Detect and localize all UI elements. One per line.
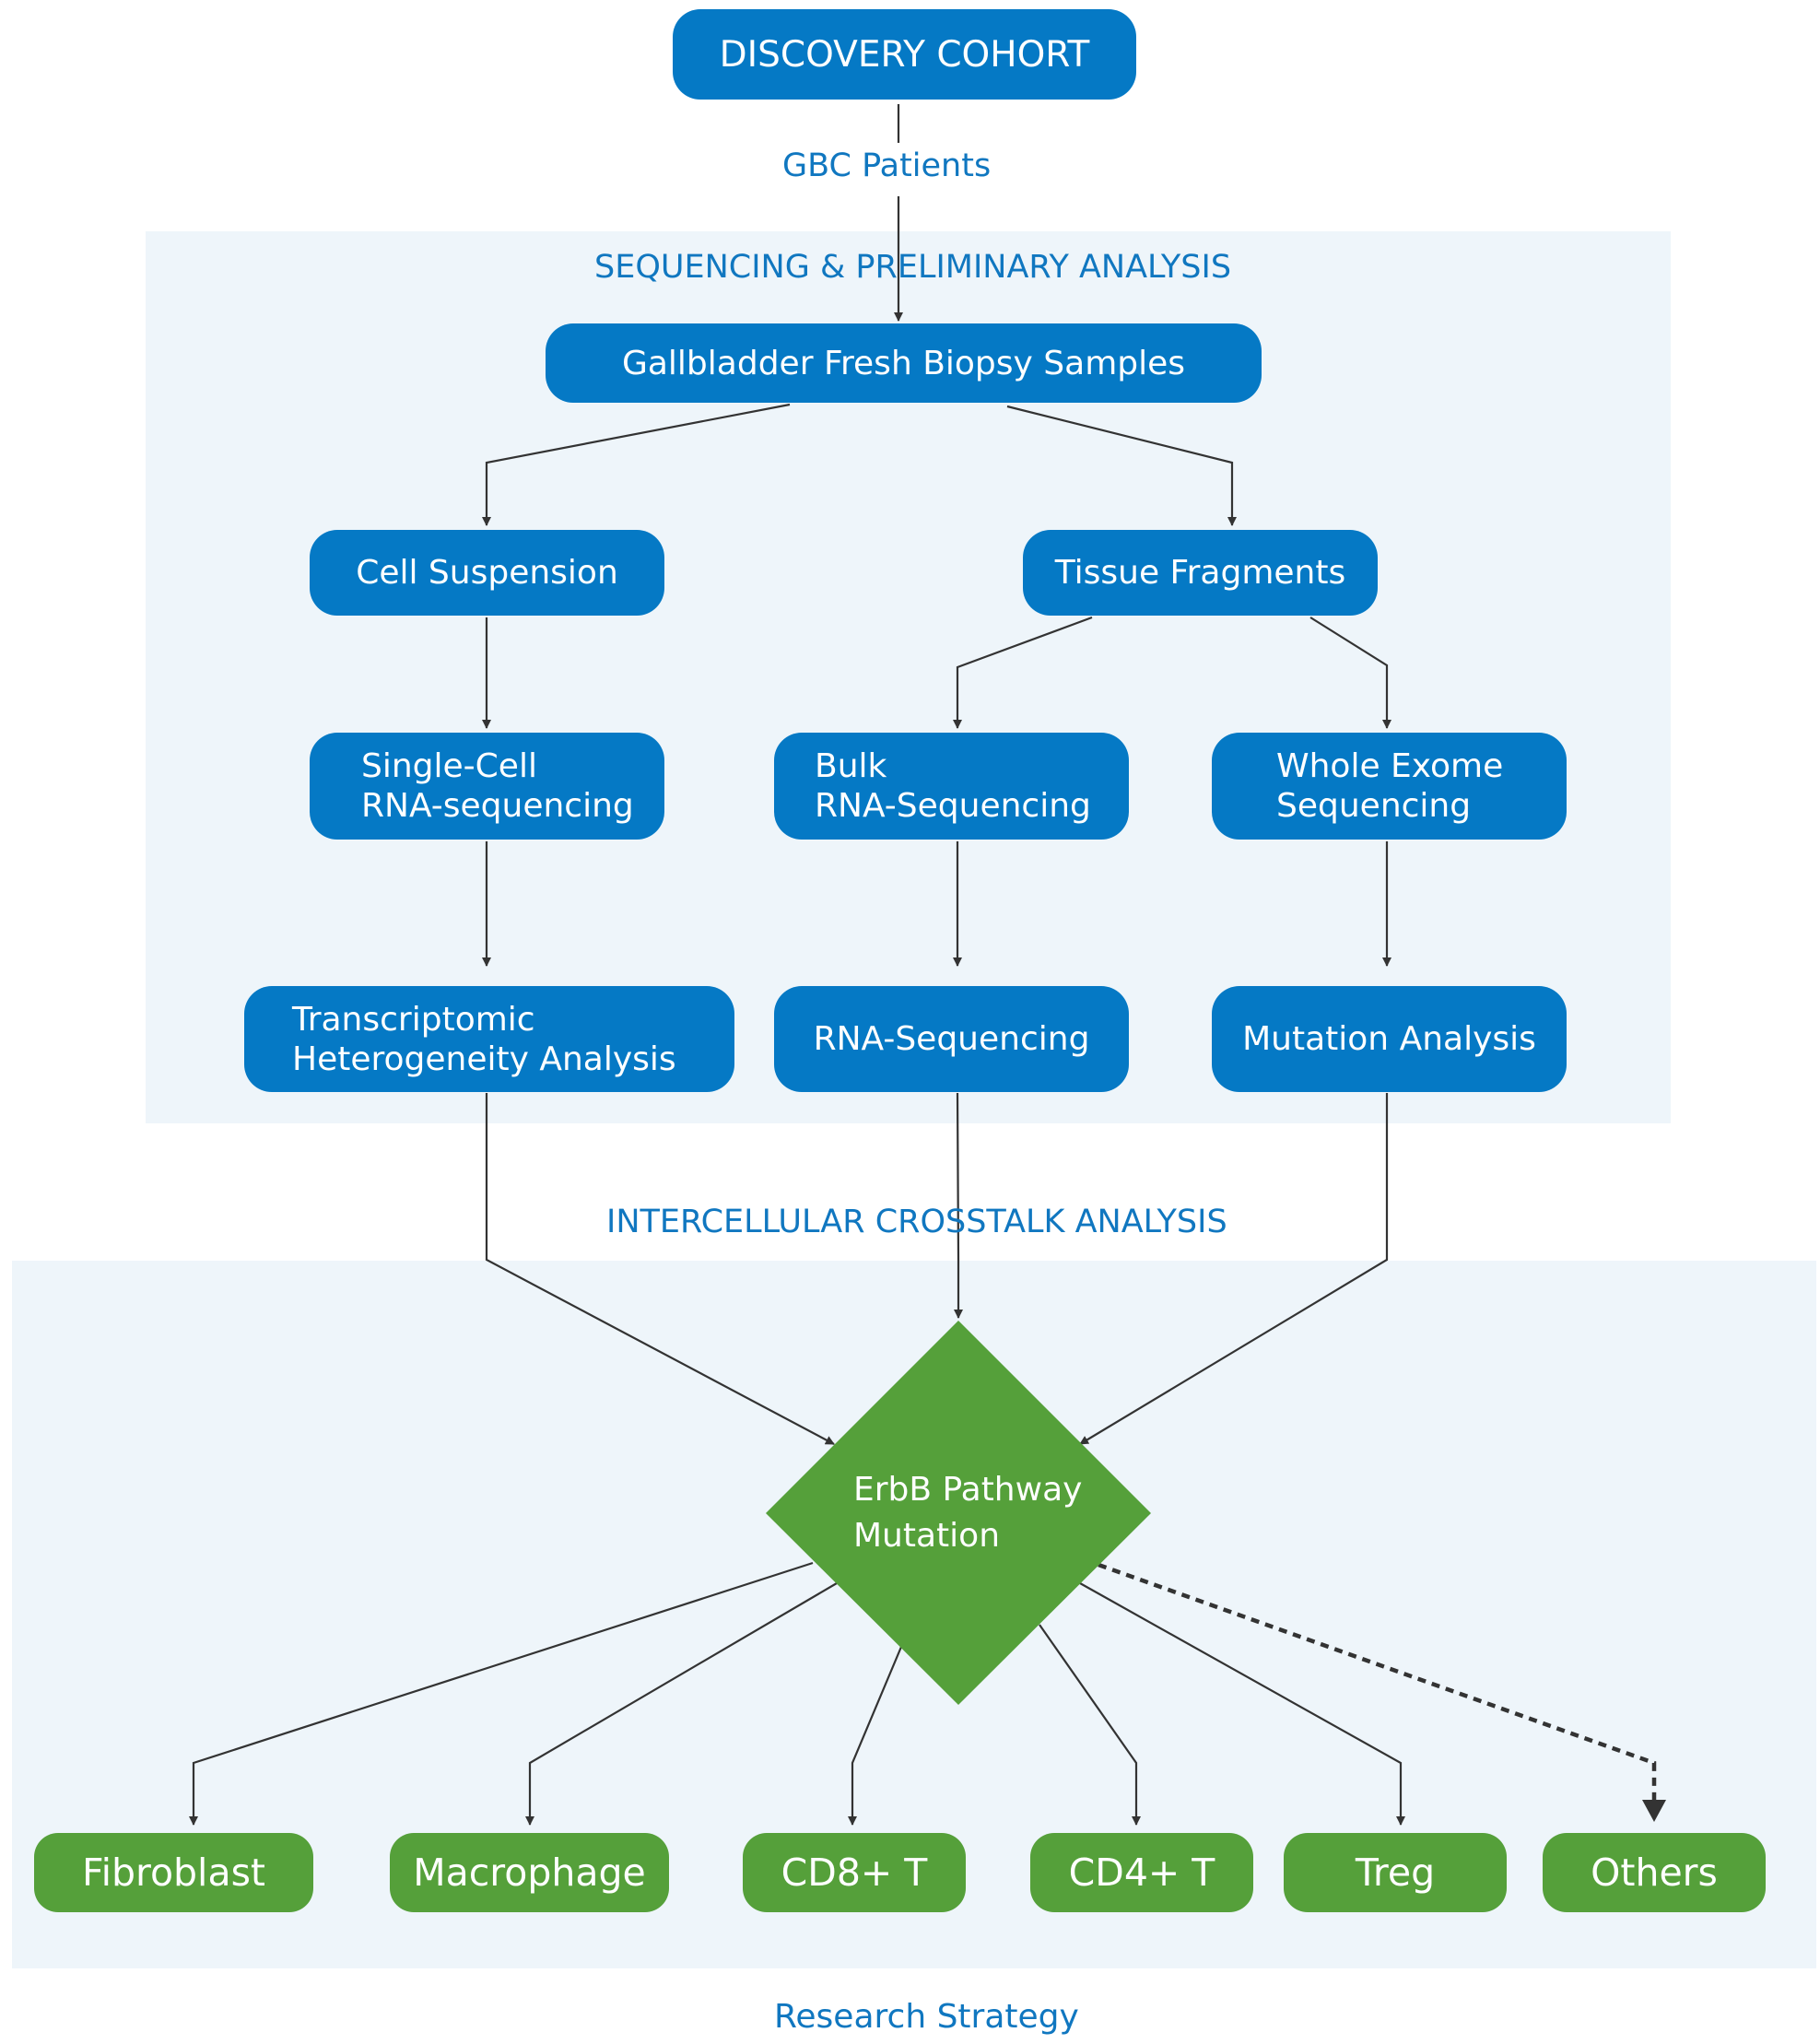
wes-box: Whole Exome Sequencing	[1212, 733, 1567, 840]
transcriptomic-line2: Heterogeneity Analysis	[292, 1040, 676, 1078]
cell-suspension-box: Cell Suspension	[310, 530, 664, 616]
cell-type-label: Treg	[1355, 1850, 1436, 1895]
tissue-fragments-label: Tissue Fragments	[1054, 554, 1346, 592]
discovery-cohort-box: DISCOVERY COHORT	[673, 9, 1136, 100]
cell-type-label: Fibroblast	[81, 1850, 266, 1895]
wes-line1: Whole Exome	[1276, 747, 1504, 785]
wes-line2: Sequencing	[1276, 787, 1472, 825]
gbc-patients-label: GBC Patients	[782, 147, 992, 184]
transcriptomic-box: Transcriptomic Heterogeneity Analysis	[244, 986, 734, 1092]
line-erbb-cd8	[848, 1646, 903, 1826]
cell-type-label: Others	[1591, 1850, 1718, 1895]
erbb-line2: Mutation	[853, 1517, 1001, 1555]
cell-type-label: CD8+ T	[781, 1850, 928, 1895]
cell-type-others: Others	[1543, 1833, 1766, 1912]
cell-type-label: CD4+ T	[1068, 1850, 1215, 1895]
line-transcriptomic-erbb	[485, 1093, 835, 1445]
line-erbb-cd4	[1039, 1624, 1141, 1826]
rna-seq-label: RNA-Sequencing	[813, 1020, 1090, 1058]
cell-type-label: Macrophage	[413, 1850, 646, 1895]
erbb-label: ErbB Pathway Mutation	[853, 1467, 1082, 1559]
line-erbb-treg	[1079, 1582, 1405, 1826]
tissue-fragments-box: Tissue Fragments	[1023, 530, 1378, 616]
crosstalk-section-title: INTERCELLULAR CROSSTALK ANALYSIS	[606, 1204, 1227, 1240]
mutation-analysis-label: Mutation Analysis	[1242, 1020, 1536, 1058]
cell-type-macrophage: Macrophage	[390, 1833, 669, 1912]
erbb-diamond	[766, 1321, 1151, 1705]
line-erbb-fibroblast	[189, 1561, 814, 1826]
line-samples-tissue	[1006, 405, 1237, 526]
line-tissue-bulk	[953, 616, 1093, 729]
discovery-cohort-title: DISCOVERY COHORT	[719, 33, 1090, 76]
line-mutation-erbb	[1079, 1093, 1389, 1445]
cell-type-cd4-t: CD4+ T	[1030, 1833, 1253, 1912]
line-samples-cell	[482, 403, 791, 526]
cell-type-fibroblast: Fibroblast	[34, 1833, 313, 1912]
bulk-line1: Bulk	[815, 747, 887, 785]
line-tissue-wes	[1309, 617, 1391, 729]
transcriptomic-line1: Transcriptomic	[292, 1000, 535, 1039]
line-erbb-macrophage	[525, 1582, 838, 1826]
samples-label: Gallbladder Fresh Biopsy Samples	[621, 344, 1186, 382]
bulk-box: Bulk RNA-Sequencing	[774, 733, 1129, 840]
cell-suspension-label: Cell Suspension	[356, 554, 618, 592]
sequencing-section-title: SEQUENCING & PRELIMINARY ANALYSIS	[594, 249, 1232, 286]
bulk-line2: RNA-Sequencing	[815, 787, 1091, 825]
single-cell-box: Single-Cell RNA-sequencing	[310, 733, 664, 840]
erbb-line1: ErbB Pathway	[853, 1471, 1083, 1509]
cell-type-cd8-t: CD8+ T	[743, 1833, 966, 1912]
single-cell-line2: RNA-sequencing	[361, 787, 634, 825]
cell-type-treg: Treg	[1284, 1833, 1507, 1912]
mutation-analysis-box: Mutation Analysis	[1212, 986, 1567, 1092]
single-cell-line1: Single-Cell	[361, 747, 537, 785]
samples-box: Gallbladder Fresh Biopsy Samples	[546, 323, 1262, 403]
line-erbb-others	[1098, 1562, 1666, 1822]
line-rnaseq-erbb	[954, 1092, 963, 1319]
rna-seq-box: RNA-Sequencing	[774, 986, 1129, 1092]
figure-caption: Research Strategy	[774, 1998, 1079, 2036]
